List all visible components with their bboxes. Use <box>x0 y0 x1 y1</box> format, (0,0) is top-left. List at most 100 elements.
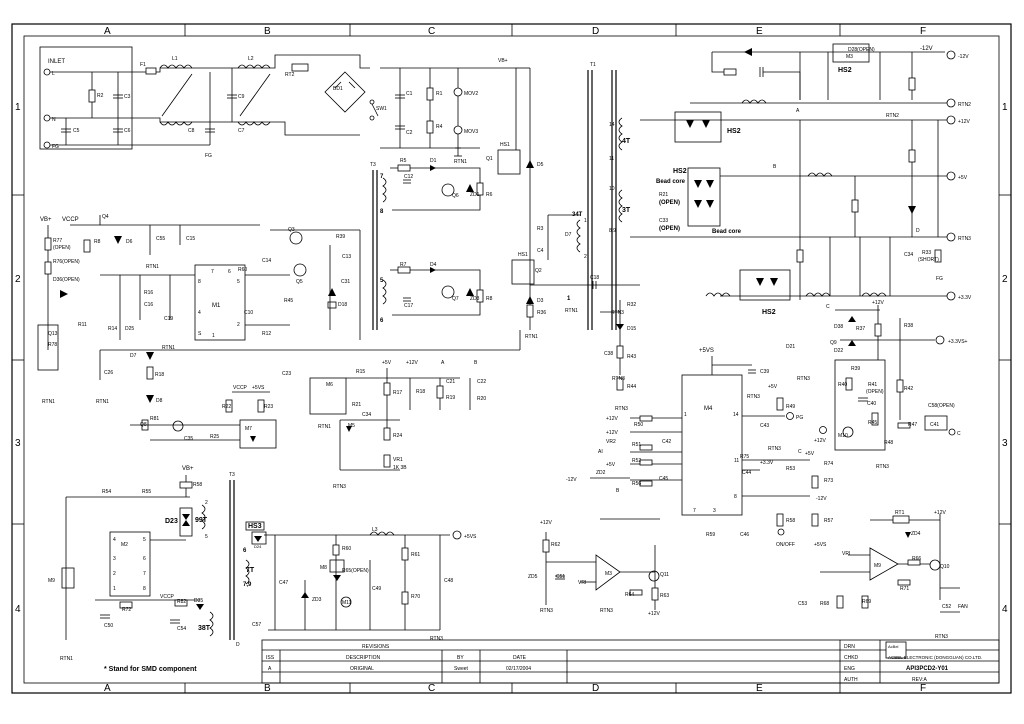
label-m4-pin3: 3 <box>713 508 716 514</box>
label-rtn3-c39: RTN3 <box>747 394 760 400</box>
tb-drn: DRN <box>844 644 855 650</box>
tb-doc-no: API3PCD2-Y01 <box>906 666 949 672</box>
label-r47: R47 <box>908 422 917 428</box>
label-99t: 99T <box>195 517 208 524</box>
label-c13: C13 <box>342 254 351 260</box>
label-rtn3-r48: RTN3 <box>876 464 889 470</box>
label-m3: M3 <box>605 571 612 577</box>
label-rtn3-m5: RTN3 <box>333 484 346 490</box>
label-r21-open: R21 <box>659 192 668 198</box>
label-r42: R42 <box>904 386 913 392</box>
label-m2-pin8: 8 <box>143 586 146 592</box>
label-hs1-a: HS1 <box>500 142 510 148</box>
label-r71: R71 <box>900 586 909 592</box>
label-r18: R18 <box>155 372 164 378</box>
label-c33-open-b: (OPEN) <box>659 226 680 232</box>
label-p12v-r50: +12V <box>606 416 618 422</box>
label-pin89: 8,9 <box>609 228 616 234</box>
label-rtn3-d21: RTN3 <box>797 376 810 382</box>
label-m10: M10 <box>838 433 848 439</box>
col-label-bottom-d: D <box>592 683 599 694</box>
tb-chkd: CHKD <box>844 655 859 661</box>
label-r41-open: (OPEN) <box>866 389 884 395</box>
label-d-hs3: D <box>236 642 240 648</box>
label-r53: R53 <box>786 466 795 472</box>
label-zd4: ZD4 <box>911 531 921 537</box>
label-r58: R58 <box>193 482 202 488</box>
label-r56: R56 <box>632 481 641 487</box>
label-l3: L3 <box>372 527 378 533</box>
label-r22: R22 <box>222 404 231 410</box>
label-vr1-val: 1K 3B <box>393 465 407 471</box>
label-c40: C40 <box>867 401 876 407</box>
label-r73: R73 <box>824 478 833 484</box>
label-t1: T1 <box>590 62 596 68</box>
label-r61: R61 <box>411 552 420 558</box>
col-label-top-d: D <box>592 26 599 37</box>
label-c47: C47 <box>279 580 288 586</box>
label-r19: R19 <box>446 395 455 401</box>
label-c14: C14 <box>262 258 271 264</box>
label-vr1: VR1 <box>393 457 403 463</box>
label-r55: R55 <box>142 489 151 495</box>
label-p12v-fan: +12V <box>934 510 946 516</box>
label-m4-pin1: 1 <box>684 412 687 418</box>
label-m2-pin4: 4 <box>113 537 116 543</box>
label-d8: D8 <box>156 398 163 404</box>
label-p5v-r53: +5V <box>805 451 815 457</box>
supervisor-labels: R32 D15 C38 R43 R44 RTN3 RTN3 C39 RTN3 +… <box>566 302 833 548</box>
tb-logo: AcBel <box>888 644 899 649</box>
label-p12v-r74: +12V <box>814 438 826 444</box>
tb-by: BY <box>457 655 464 661</box>
label-r6: R6 <box>486 192 493 198</box>
label-sw1: SW1 <box>376 106 387 112</box>
label-p12v-b: +12V <box>606 430 618 436</box>
label-r66: R66 <box>912 556 921 562</box>
label-m4-pin11: 11 <box>734 458 739 464</box>
label-c2: C2 <box>406 130 413 136</box>
label-t3-pin8: 8 <box>380 209 384 215</box>
label-p12v-m6: +12V <box>406 360 418 366</box>
comparator-labels: +12V R62 ZD5 C51 VRI M3 Q11 R64 R63 +12V… <box>528 520 669 617</box>
legend-note: * Stand for SMD component <box>104 666 197 673</box>
label-t-pin5: 5 <box>205 534 208 540</box>
label-d4: D4 <box>430 262 437 268</box>
label-d5: D5 <box>537 162 544 168</box>
label-c10: C10 <box>244 310 253 316</box>
label-node-b: B <box>773 164 777 170</box>
label-r39-b: R39 <box>851 366 860 372</box>
label-m2: M2 <box>121 542 128 548</box>
col-label-bottom-b: B <box>264 683 271 694</box>
label-ai: AI <box>598 449 603 455</box>
tb-eng: ENG <box>844 666 855 672</box>
label-rt2: RT2 <box>285 72 295 78</box>
label-m2-pin7: 7 <box>143 571 146 577</box>
label-t3: T3 <box>370 162 376 168</box>
label-mov3: MOV3 <box>464 129 478 135</box>
label-zd3-b: ZD3 <box>312 597 322 603</box>
label-p5vs-r57: +5VS <box>814 542 827 548</box>
label-rtn3-fan: RTN3 <box>935 634 948 640</box>
label-c46: C46 <box>740 532 749 538</box>
label-r43: R43 <box>627 354 636 360</box>
label-rtn3-hs3: RTN3 <box>430 636 443 642</box>
label-rtn3-r44: RTN3 <box>615 406 628 412</box>
driver-stage: T3 7 8 5 6 <box>370 162 484 330</box>
label-r81: R81 <box>150 416 159 422</box>
feedback-section: M7 VCCP +5VS M6 <box>130 368 471 471</box>
label-p12v-r37: +12V <box>872 300 884 306</box>
label-c7: C7 <box>238 128 245 134</box>
label-m2-pin3: 3 <box>113 556 116 562</box>
label-rtn1-m6: RTN1 <box>318 424 331 430</box>
label-vbplus-top: VB+ <box>498 58 508 64</box>
label-hs3: HS3 <box>248 523 262 530</box>
label-m9: M9 <box>48 578 55 584</box>
label-r45-b: R45 <box>868 420 877 426</box>
label-r58-m4: R58 <box>786 518 795 524</box>
label-c5: C5 <box>73 128 80 134</box>
label-t3-pin5: 5 <box>380 278 384 284</box>
tb-iss: ISS <box>266 655 275 661</box>
row-label-left-3: 3 <box>15 438 21 449</box>
row-label-left-2: 2 <box>15 274 21 285</box>
label-3t: 3T <box>622 207 631 214</box>
